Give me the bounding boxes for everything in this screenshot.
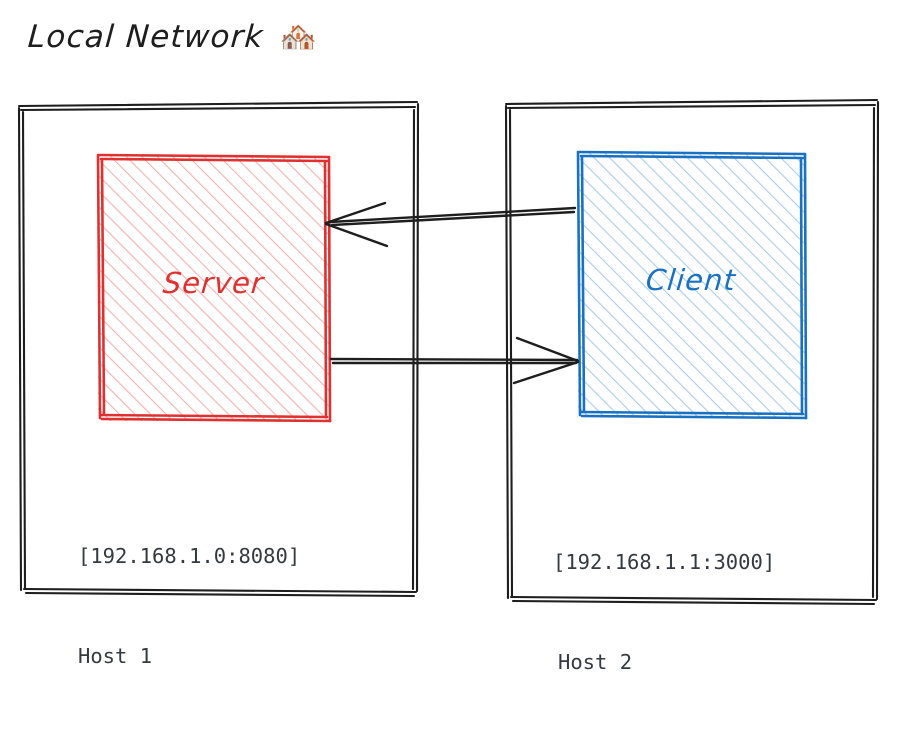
host-address-left: [192.168.1.0:8080] (78, 544, 301, 569)
page-title: Local Network 🏘️ (26, 12, 318, 62)
host-address-right: [192.168.1.1:3000] (553, 550, 776, 575)
local-network-frame-left (17, 100, 420, 598)
connection-client-to-server[interactable] (324, 201, 577, 248)
houses-emoji: 🏘️ (279, 20, 318, 55)
diagram-svg (17, 98, 880, 606)
node-client-label: Client (644, 263, 738, 297)
diagram-canvas: Local Network 🏘️ Server Client [192.168.… (17, 12, 880, 674)
node-client[interactable] (576, 150, 808, 420)
node-server[interactable] (96, 153, 332, 423)
host-info-left: [192.168.1.0:8080] Host 1 (78, 474, 300, 740)
host-name-right: Host 2 (558, 650, 633, 675)
node-server-label: Server (161, 266, 266, 300)
host-info-right: [192.168.1.1:3000] Host 2 (553, 480, 775, 746)
connection-server-to-client[interactable] (329, 336, 580, 385)
local-network-frame-right (504, 98, 880, 606)
host-name-left: Host 1 (78, 644, 153, 669)
page-title-text: Local Network (26, 19, 266, 55)
